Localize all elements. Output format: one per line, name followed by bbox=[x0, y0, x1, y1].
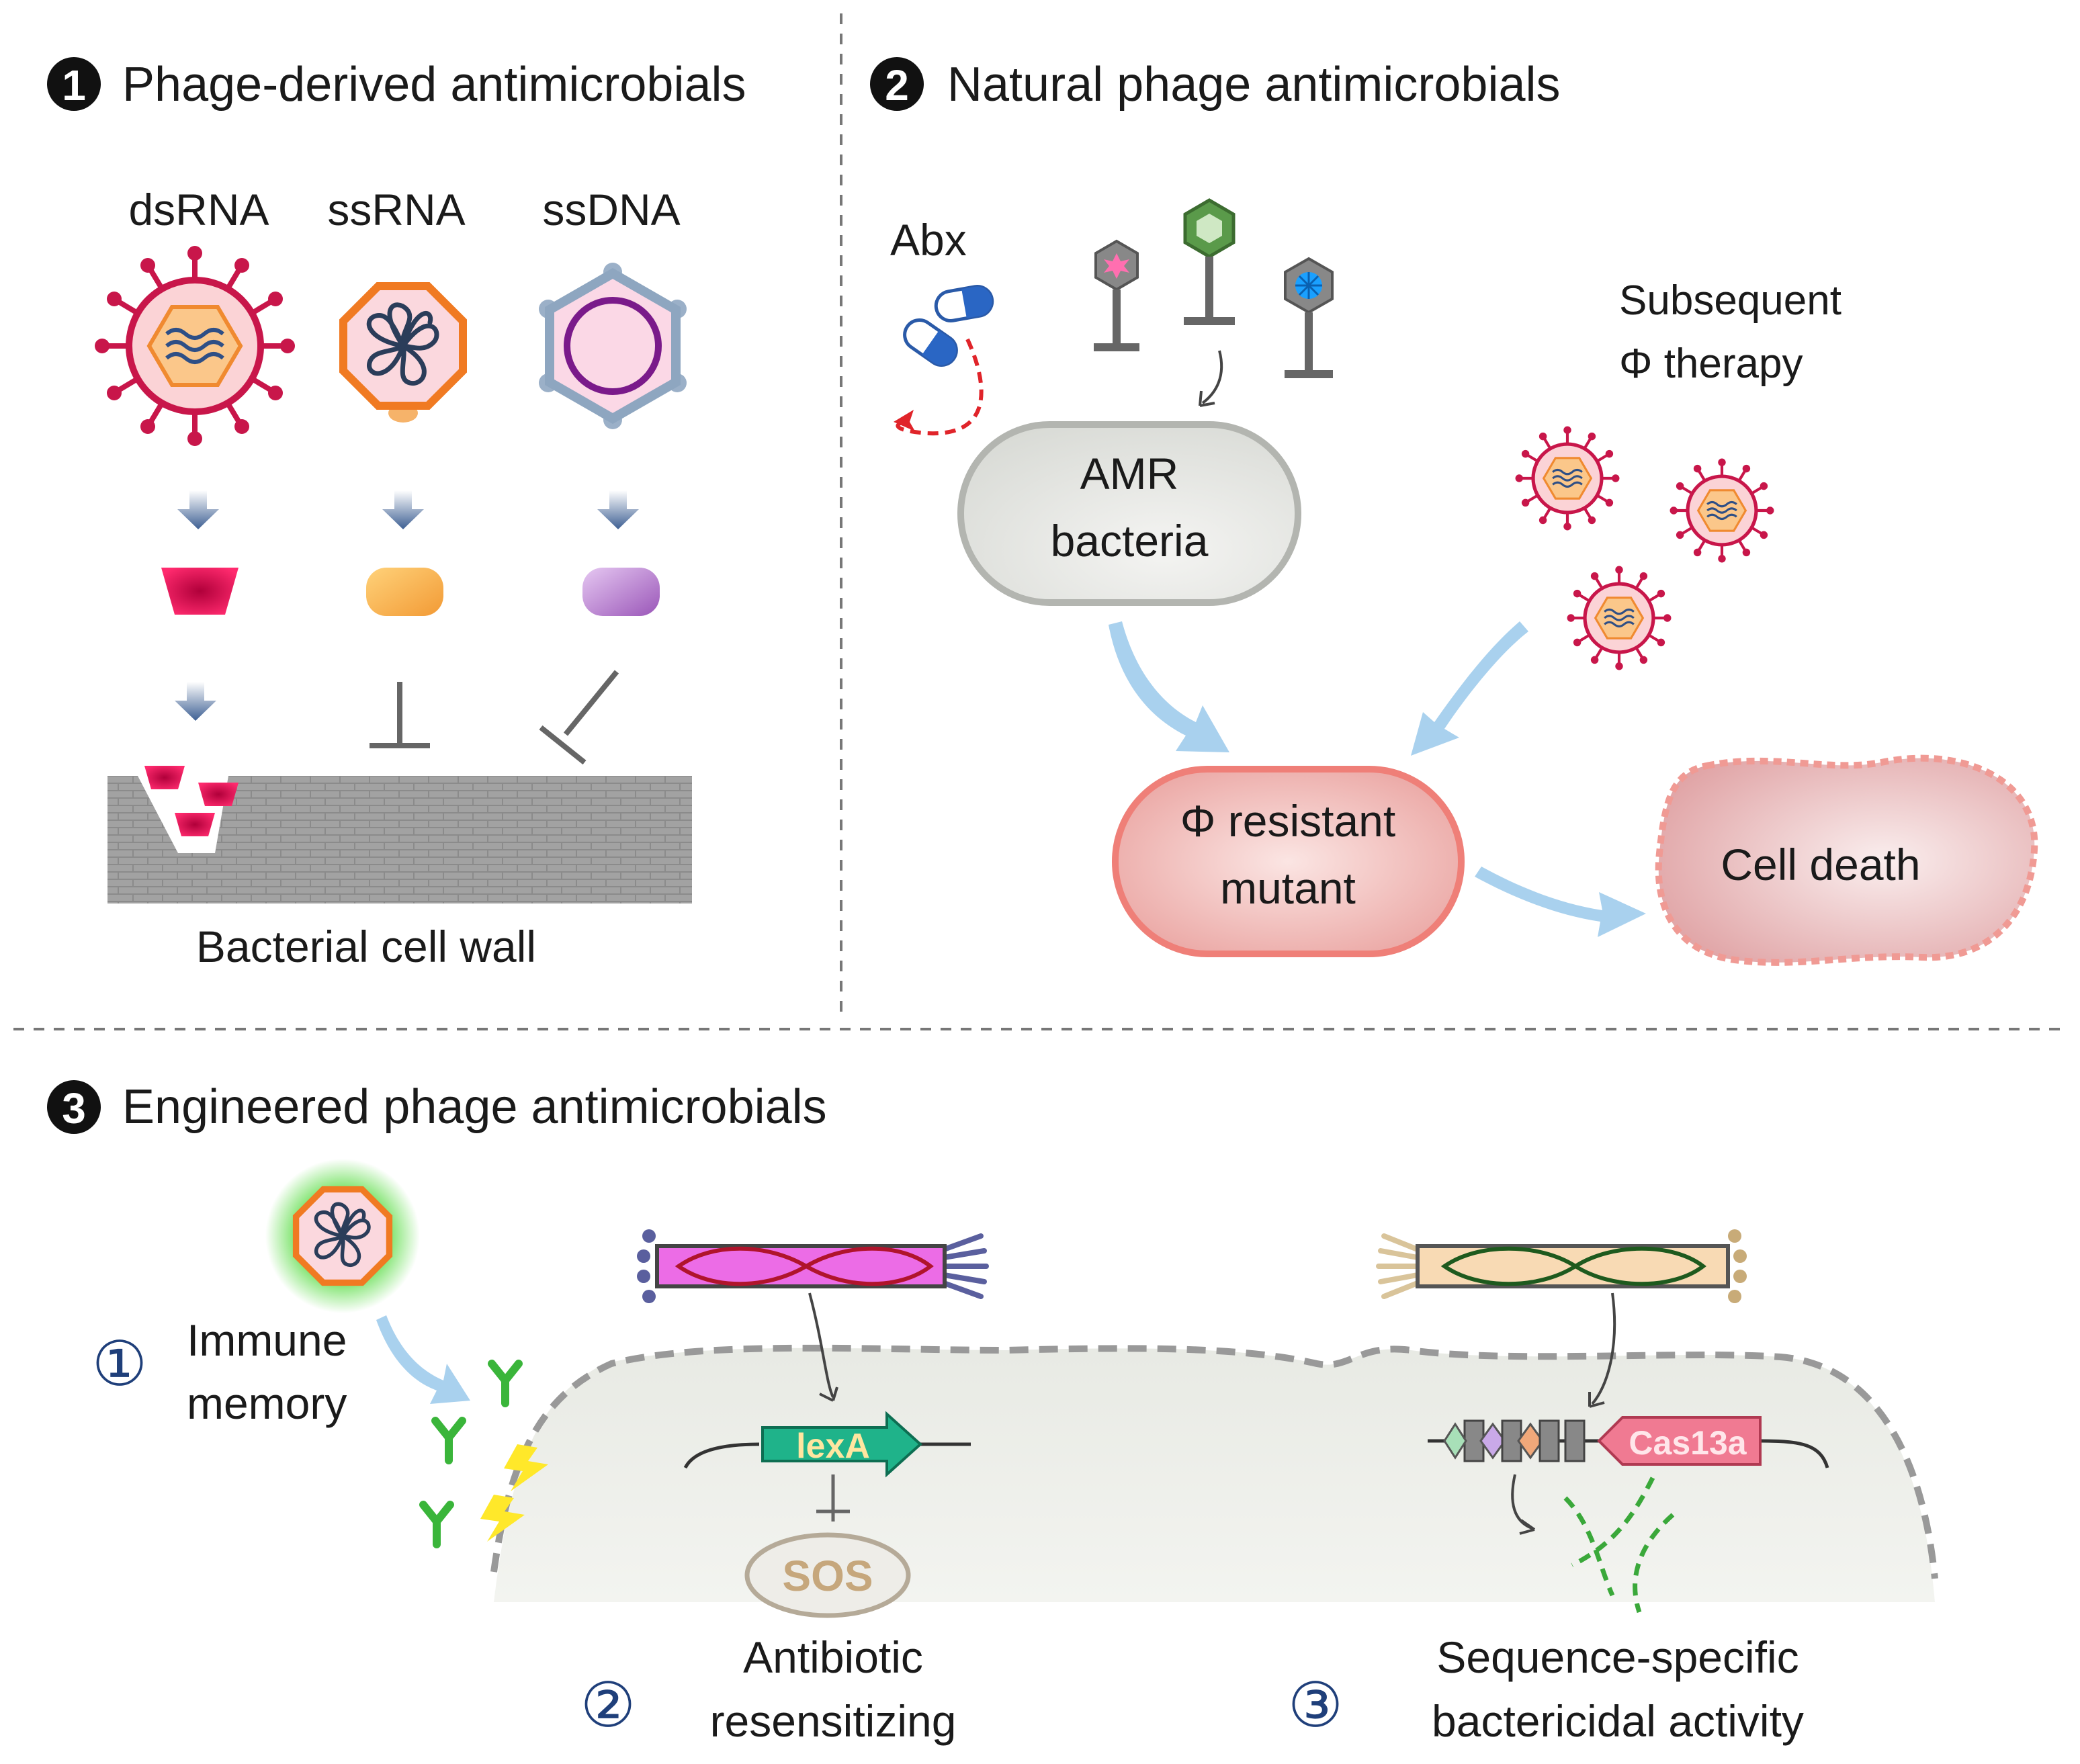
sos-ellipse bbox=[744, 1532, 911, 1618]
bacterial-cell-body bbox=[494, 1348, 1935, 1602]
phage-to-amr-arrow-icon bbox=[1201, 350, 1223, 404]
crispr-delivery-arrow-icon bbox=[1591, 1292, 1616, 1405]
panel-3: 3 Engineered phage antimicrobials ① Immu… bbox=[47, 1080, 1938, 1746]
therapy-phage-icon bbox=[1670, 459, 1774, 563]
abx-label: Abx bbox=[890, 215, 967, 265]
therapy-label-line1: Subsequent bbox=[1619, 277, 1841, 324]
item3-number: ③ bbox=[1288, 1671, 1343, 1740]
cell-death-label: Cell death bbox=[1721, 840, 1920, 889]
amr-label-line1: AMR bbox=[1080, 449, 1179, 498]
therapy-label-line2: Φ therapy bbox=[1619, 341, 1803, 387]
panel-3-title: Engineered phage antimicrobials bbox=[122, 1080, 827, 1134]
ssdna-phage-icon bbox=[539, 263, 687, 429]
amr-label-line2: bacteria bbox=[1051, 516, 1209, 566]
therapy-phage-icon bbox=[1567, 566, 1672, 670]
endolysin-product-icon bbox=[161, 568, 239, 615]
ssrna-phage-icon bbox=[343, 286, 463, 423]
panel-2-number-badge bbox=[870, 57, 924, 111]
panel-1-number: 1 bbox=[62, 61, 86, 109]
gene-delivery-arrowhead-icon bbox=[819, 1386, 838, 1402]
item3-label-line1: Sequence-specific bbox=[1436, 1632, 1799, 1682]
item1-label-line1: Immune bbox=[187, 1315, 347, 1365]
dead-cell bbox=[1655, 754, 2038, 966]
panel-3-number: 3 bbox=[62, 1084, 86, 1133]
down-arrow-icon bbox=[175, 490, 639, 721]
gene-delivery-arrow-icon bbox=[808, 1292, 834, 1398]
deflection-arrowhead-icon bbox=[894, 410, 915, 431]
col-label-ssrna: ssRNA bbox=[327, 185, 465, 234]
item2-label-line1: Antibiotic bbox=[743, 1632, 923, 1682]
rna-cleavage-arrowhead-icon bbox=[1519, 1519, 1536, 1535]
panel-1: 1 Phage-derived antimicrobials dsRNA ssR… bbox=[47, 57, 746, 971]
resistant-label-line1: Φ resistant bbox=[1180, 796, 1395, 846]
phage-to-amr-arrowhead-icon bbox=[1199, 390, 1215, 407]
panel-2: 2 Natural phage antimicrobials Abx bbox=[870, 57, 2038, 966]
resistant-label-line2: mutant bbox=[1220, 863, 1356, 913]
crispr-delivery-arrowhead-icon bbox=[1588, 1392, 1605, 1408]
panel-3-number-badge bbox=[47, 1080, 101, 1134]
filamentous-phage-magenta-icon bbox=[637, 1229, 989, 1303]
panel-1-number-badge bbox=[47, 57, 101, 111]
item1-number: ① bbox=[92, 1330, 147, 1399]
item3-label-line2: bactericidal activity bbox=[1432, 1696, 1804, 1746]
deflection-arrow-icon bbox=[896, 338, 984, 436]
antibiotic-capsule-icon bbox=[903, 285, 994, 367]
amr-bacteria-cell bbox=[957, 421, 1301, 606]
tailed-phage-icon bbox=[1094, 198, 1334, 378]
col-label-dsrna: dsRNA bbox=[128, 185, 269, 234]
dna-strand-left bbox=[683, 1442, 760, 1469]
crispr-array bbox=[1428, 1419, 1829, 1468]
inhibition-icon bbox=[370, 670, 619, 765]
antibody-icon bbox=[419, 1360, 523, 1548]
cell-wall-label: Bacterial cell wall bbox=[196, 922, 536, 971]
col-label-ssdna: ssDNA bbox=[542, 185, 680, 234]
ssdna-product-icon bbox=[582, 568, 660, 616]
ssrna-product-icon bbox=[366, 568, 443, 616]
lexa-label: lexA bbox=[796, 1427, 870, 1466]
cas13a-label: Cas13a bbox=[1629, 1424, 1747, 1462]
sos-label: SOS bbox=[782, 1552, 873, 1600]
bacterial-cell-wall bbox=[107, 766, 692, 903]
curved-arrow-icon bbox=[1109, 621, 1646, 937]
immunogenic-phage-icon bbox=[296, 1190, 390, 1283]
panel-2-number: 2 bbox=[885, 61, 909, 109]
panel-2-title: Natural phage antimicrobials bbox=[947, 58, 1560, 112]
cell-membrane-outline bbox=[490, 1344, 1938, 1579]
therapy-phage-icon bbox=[1516, 427, 1620, 531]
dsrna-phage-icon bbox=[95, 246, 295, 446]
item2-number: ② bbox=[580, 1671, 636, 1740]
lexa-gene-arrow bbox=[761, 1411, 922, 1478]
resistant-mutant-cell bbox=[1112, 766, 1465, 957]
item1-label-line2: memory bbox=[187, 1378, 347, 1428]
cleaved-rna-icon bbox=[1563, 1476, 1675, 1614]
immune-arrow-icon bbox=[376, 1315, 470, 1404]
filamentous-phage-tan-icon bbox=[1376, 1229, 1747, 1303]
cas13a-gene-arrow bbox=[1597, 1416, 1762, 1466]
panel-1-title: Phage-derived antimicrobials bbox=[122, 58, 746, 112]
item2-label-line2: resensitizing bbox=[710, 1696, 957, 1746]
sos-inhibition-icon bbox=[816, 1474, 850, 1522]
lightning-icon bbox=[480, 1444, 548, 1542]
